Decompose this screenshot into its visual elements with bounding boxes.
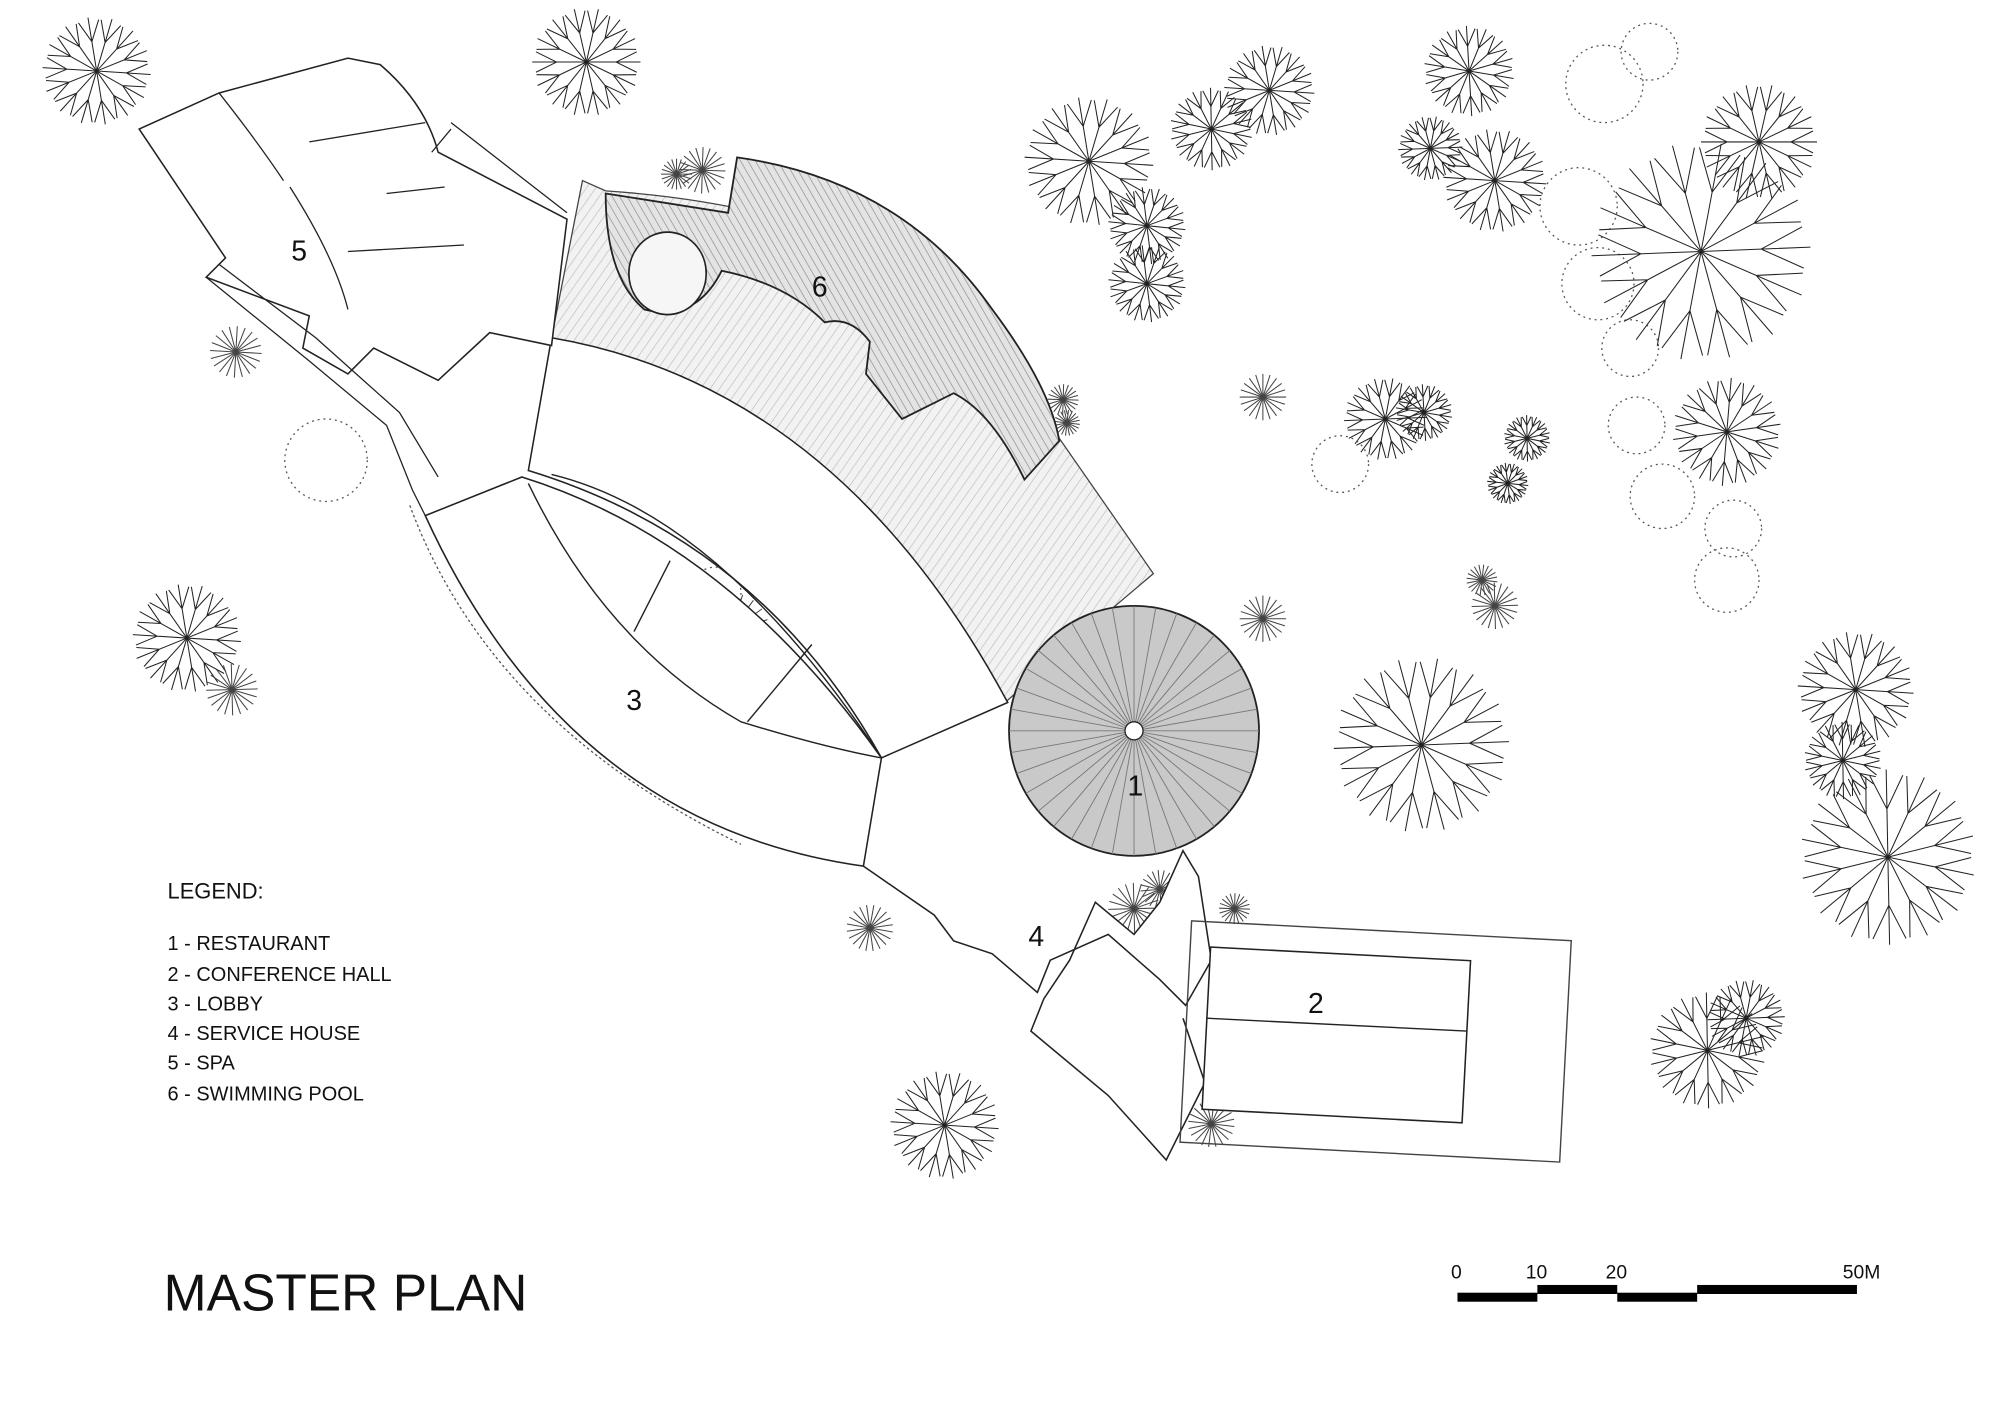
tree-icon [846,904,893,952]
label-restaurant: 1 [1128,770,1144,802]
tree-icon [1591,143,1811,360]
tree-icon [1170,87,1252,171]
tree-icon [1471,582,1519,630]
tree-icon [1701,85,1818,199]
tree-icon [206,663,258,716]
tree-icon [1024,97,1154,225]
tree-icon [1443,129,1547,232]
label-spa: 5 [291,235,307,267]
lobby-colonnade [409,505,742,845]
tree-icon [1561,246,1635,321]
tree-icon [1601,319,1660,378]
tree-icon [1219,893,1251,925]
legend-item: 1 - RESTAURANT [168,933,331,955]
tree-icon [1801,769,1974,945]
tree-icon [1047,384,1079,416]
tree-icon [1054,409,1080,436]
restaurant-center [1124,721,1144,741]
legend-item: 5 - SPA [168,1053,236,1075]
tree-icon [661,158,693,190]
tree-icon [1108,187,1186,265]
conference-hall [1201,946,1472,1124]
tree-icon [1224,45,1315,135]
legend-item: 2 - CONFERENCE HALL [168,964,392,986]
tree-icon [1620,22,1679,81]
tree-icon [1398,116,1463,181]
spa-walkway [205,263,439,516]
tree-icon [284,418,368,503]
legend-heading: LEGEND: [168,878,264,903]
conference-canopy [1179,920,1573,1163]
tree-icon [1565,44,1644,124]
tree-icon [42,17,151,125]
tree-icon [1539,167,1618,246]
pool-jacuzzi [628,231,708,316]
scale-bar: 0 10 20 50M [1451,1263,1880,1302]
tree-icon [1239,595,1287,642]
tree-icon [1797,632,1914,747]
tree-icon [1707,980,1785,1057]
tree-icon [1108,245,1186,323]
page-title: MASTER PLAN [164,1264,528,1322]
tree-icon [1487,462,1529,504]
scale-tick: 20 [1606,1263,1627,1284]
scale-tick: 50M [1843,1263,1881,1284]
legend-item: 6 - SWIMMING POOL [168,1084,364,1106]
tree-icon [679,147,726,194]
label-service: 4 [1028,921,1044,953]
tree-icon [1704,499,1763,558]
tree-icon [1311,435,1370,494]
tree-icon [1673,377,1781,486]
tree-icon [1424,25,1514,117]
tree-icon [1239,373,1287,421]
lobby-courtyard [527,473,883,759]
legend: LEGEND: 1 - RESTAURANT 2 - CONFERENCE HA… [168,878,392,1105]
tree-icon [132,584,241,692]
scale-tick: 10 [1526,1263,1547,1284]
tree-icon [688,566,742,620]
tree-icon [1466,564,1498,596]
tree-icon [1693,547,1760,613]
scale-segment [1697,1284,1857,1294]
tree-icon [1607,396,1666,455]
tree-icon [532,9,641,115]
conference-divider [1206,1017,1467,1032]
tree-icon [890,1071,999,1179]
tree-icon [1504,415,1550,462]
scale-tick: 0 [1451,1263,1462,1284]
legend-item: 3 - LOBBY [168,993,263,1015]
label-lobby: 3 [626,685,642,717]
tree-icon [1804,721,1881,800]
scale-segment [1457,1292,1538,1302]
service-house [862,849,1213,1162]
tree-icon [1333,658,1509,832]
label-pool: 6 [812,272,828,304]
trees-layer [42,9,1974,1179]
tree-icon [210,326,262,378]
tree-icon [1629,463,1696,530]
tree-icon [1395,384,1453,441]
legend-item: 4 - SERVICE HOUSE [168,1023,361,1045]
spa-building [138,57,568,382]
spa-partitions [218,92,568,310]
scale-segment [1537,1284,1618,1294]
scale-segment [1617,1292,1698,1302]
lobby-block-south [424,476,883,868]
tree-icon [1344,378,1427,460]
lobby-block-north [527,336,1009,759]
label-conference: 2 [1308,988,1324,1020]
